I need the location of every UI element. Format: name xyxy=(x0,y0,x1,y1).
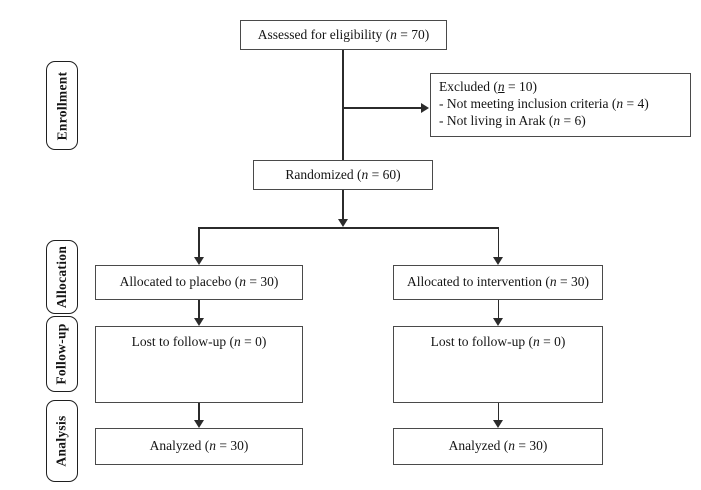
arrowhead-analyzed-intervention xyxy=(493,420,503,428)
connector-intervention-to-followup xyxy=(497,300,499,319)
connector-branch-to-excluded xyxy=(343,107,423,109)
allocated-placebo-text: Allocated to placebo (n = 30) xyxy=(119,274,279,290)
connector-intervention-to-analysis xyxy=(497,403,499,421)
excluded-line-2: - Not meeting inclusion criteria (n = 4) xyxy=(439,95,649,111)
arrowhead-allocated-intervention xyxy=(493,257,503,265)
allocated-intervention-box: Allocated to intervention (n = 30) xyxy=(393,265,603,300)
lost-followup-placebo-box: Lost to follow-up (n = 0) xyxy=(95,326,303,403)
arrowhead-followup-placebo xyxy=(194,318,204,326)
lost-followup-placebo-text: Lost to follow-up (n = 0) xyxy=(131,334,267,349)
connector-randomized-to-split xyxy=(342,190,344,220)
stage-label-allocation: Allocation xyxy=(46,240,78,314)
randomized-box: Randomized (n = 60) xyxy=(253,160,433,190)
stage-label-analysis: Analysis xyxy=(46,400,78,482)
stage-label-followup-text: Follow-up xyxy=(54,323,69,385)
stage-label-analysis-text: Analysis xyxy=(54,415,70,467)
analyzed-intervention-box: Analyzed (n = 30) xyxy=(393,428,603,465)
arrowhead-excluded xyxy=(421,103,429,113)
stage-label-enrollment: Enrollment xyxy=(46,61,78,150)
analyzed-intervention-text: Analyzed (n = 30) xyxy=(448,438,548,454)
connector-split-to-intervention xyxy=(497,227,499,257)
assessed-eligibility-text: Assessed for eligibility (n = 70) xyxy=(257,26,430,42)
stage-label-enrollment-text: Enrollment xyxy=(54,71,70,140)
excluded-box: Excluded (n = 10) - Not meeting inclusio… xyxy=(430,73,691,137)
stage-label-allocation-text: Allocation xyxy=(54,245,69,309)
arrowhead-allocated-placebo xyxy=(194,257,204,265)
assessed-eligibility-box: Assessed for eligibility (n = 70) xyxy=(240,20,447,50)
allocated-placebo-box: Allocated to placebo (n = 30) xyxy=(95,265,303,300)
connector-placebo-to-analysis xyxy=(198,403,200,421)
excluded-line-1: Excluded (n = 10) xyxy=(439,79,537,94)
lost-followup-intervention-box: Lost to follow-up (n = 0) xyxy=(393,326,603,403)
arrowhead-analyzed-placebo xyxy=(194,420,204,428)
connector-split-to-placebo xyxy=(198,227,200,257)
connector-assessed-to-randomized xyxy=(342,50,344,160)
excluded-line-3: - Not living in Arak (n = 6) xyxy=(439,112,586,128)
connector-placebo-to-followup xyxy=(198,300,200,319)
analyzed-placebo-text: Analyzed (n = 30) xyxy=(149,438,249,454)
randomized-text: Randomized (n = 60) xyxy=(285,166,401,182)
arrowhead-followup-intervention xyxy=(493,318,503,326)
stage-label-followup: Follow-up xyxy=(46,316,78,392)
allocated-intervention-text: Allocated to intervention (n = 30) xyxy=(407,274,589,290)
connector-split-bar xyxy=(198,227,499,229)
analyzed-placebo-box: Analyzed (n = 30) xyxy=(95,428,303,465)
arrowhead-split xyxy=(338,219,348,227)
lost-followup-intervention-text: Lost to follow-up (n = 0) xyxy=(430,334,566,349)
